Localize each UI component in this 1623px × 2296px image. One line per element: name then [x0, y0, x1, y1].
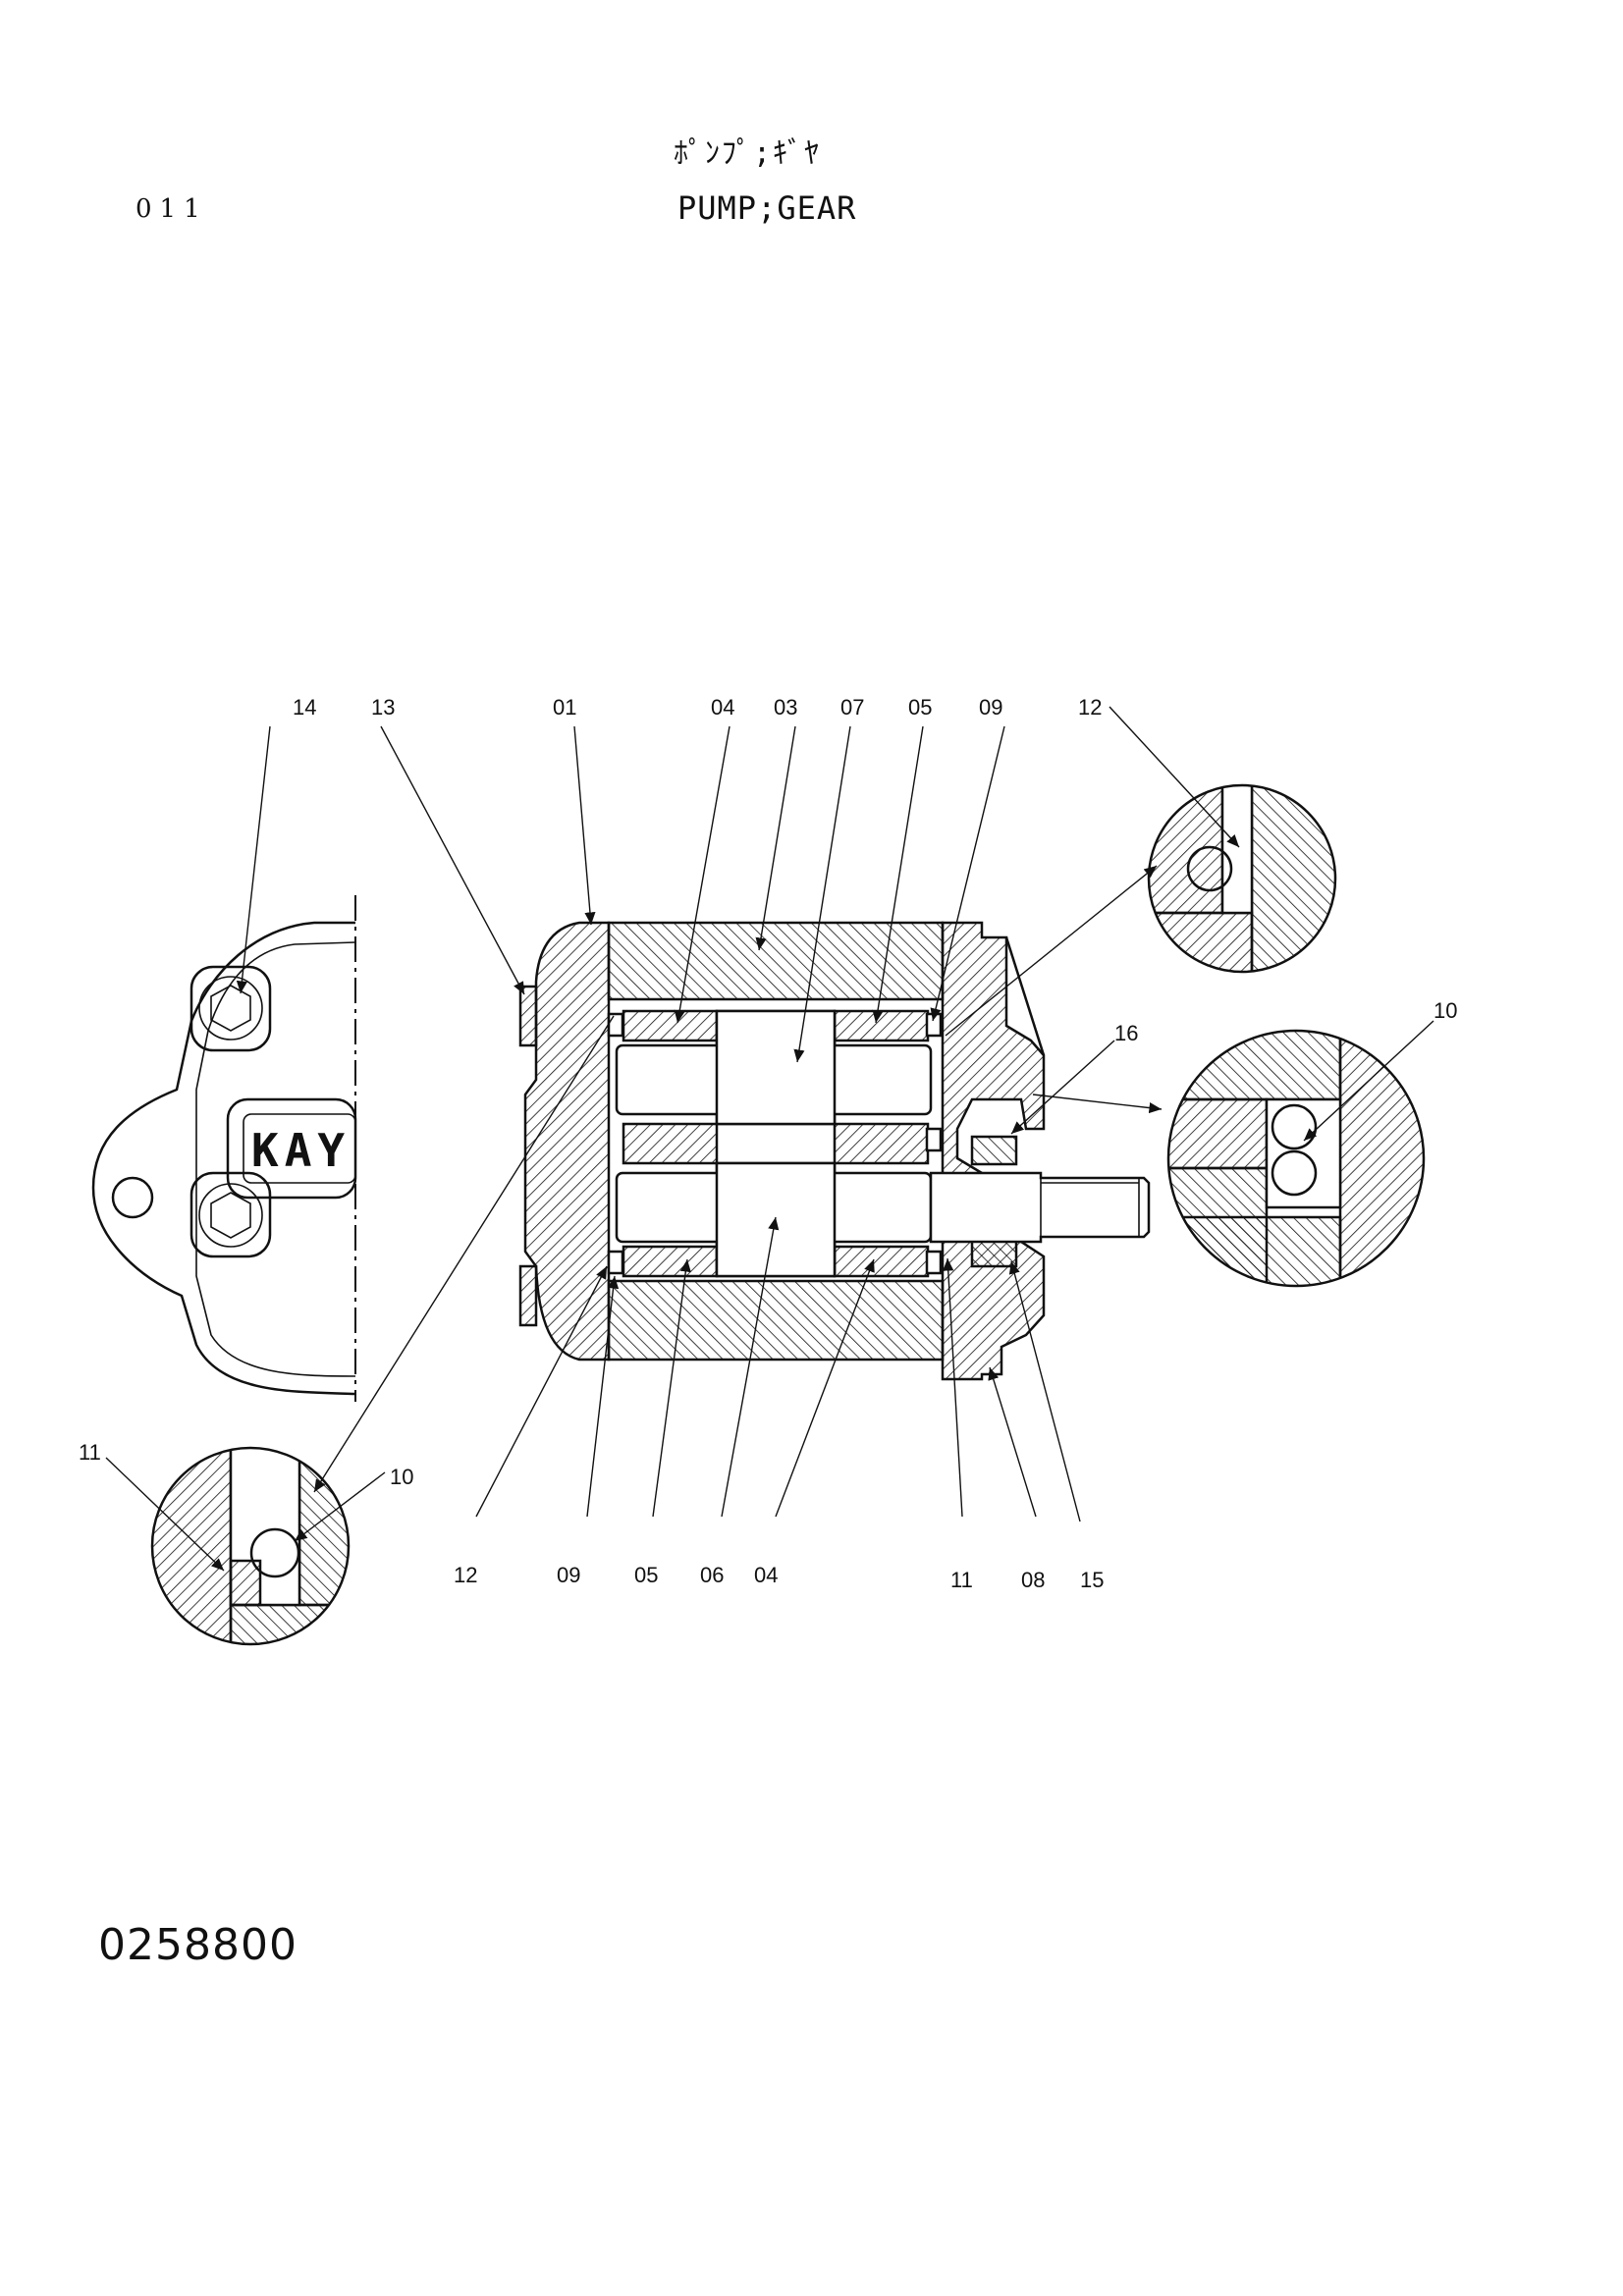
pump-end-view: KAY: [91, 895, 357, 1402]
callout-01: 01: [553, 695, 576, 720]
callout-06: 06: [700, 1563, 724, 1587]
callout-14: 14: [293, 695, 316, 720]
callout-09-top: 09: [979, 695, 1002, 720]
callout-16: 16: [1114, 1021, 1138, 1045]
callout-05-bottom: 05: [634, 1563, 658, 1587]
detail-view-seal-11-10-left: [150, 1446, 351, 1646]
callout-12-bottom: 12: [454, 1563, 477, 1587]
pump-main-section: [518, 921, 1151, 1381]
callout-04-top: 04: [711, 695, 734, 720]
detail-view-seal-12: [1147, 783, 1337, 974]
callout-10-right: 10: [1434, 998, 1457, 1023]
drawing-number: 0258800: [98, 1920, 298, 1970]
callout-03: 03: [774, 695, 797, 720]
callout-08: 08: [1021, 1568, 1045, 1592]
callout-04-bottom: 04: [754, 1563, 778, 1587]
page-id: 011: [135, 194, 208, 224]
logo-text: KAY: [251, 1124, 351, 1177]
callout-13: 13: [371, 695, 395, 720]
leader-lines: [105, 706, 1434, 1572]
callout-10-left: 10: [390, 1465, 413, 1489]
callout-15: 15: [1080, 1568, 1104, 1592]
title-english: PUMP;GEAR: [677, 189, 857, 227]
detail-view-seal-10-right: [1166, 1029, 1426, 1288]
callout-09-bottom: 09: [557, 1563, 580, 1587]
title-katakana: ﾎﾟﾝﾌﾟ;ｷﾞﾔ: [674, 136, 822, 171]
callout-labels: 14 13 01 04 03 07 05 09 12 16 10 11 10 1…: [79, 695, 1457, 1592]
callout-05-top: 05: [908, 695, 932, 720]
callout-12-top: 12: [1078, 695, 1102, 720]
callout-07: 07: [840, 695, 864, 720]
callout-11-left: 11: [79, 1440, 101, 1465]
callout-11-bottom: 11: [950, 1568, 973, 1592]
